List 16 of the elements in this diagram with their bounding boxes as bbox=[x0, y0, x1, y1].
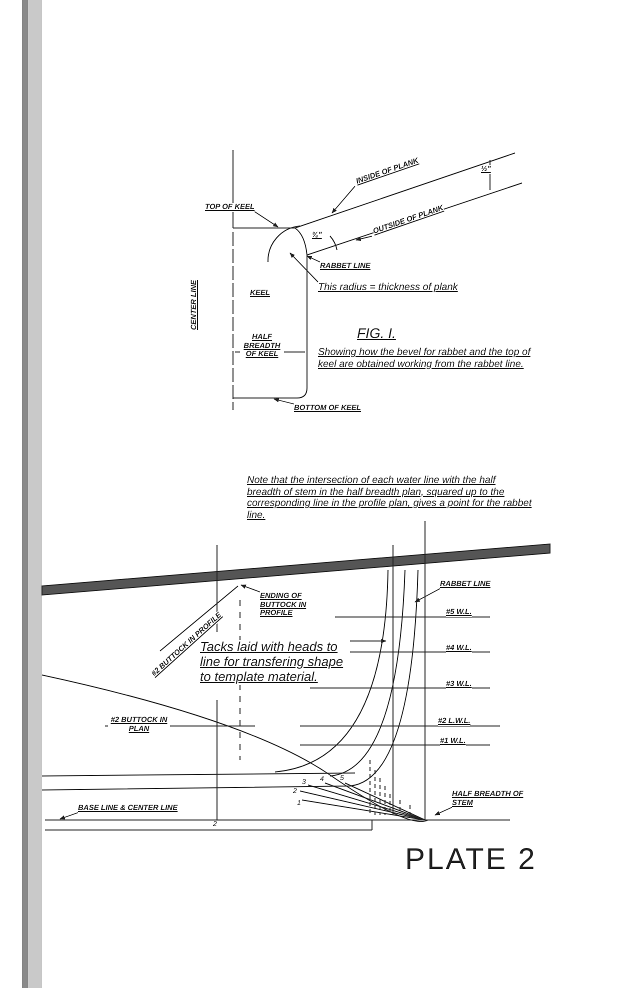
leader-line bbox=[434, 806, 452, 816]
note-text: Note that the intersection of each water line with the half breadth of stem in the half breadth plan, squared up to the corresponding line in the profile plan, gives a point for the rabbet line. bbox=[247, 475, 532, 521]
figure-title: FIG. I. bbox=[357, 325, 396, 342]
leader-line bbox=[240, 584, 260, 592]
leader-line bbox=[60, 812, 78, 820]
leader-line bbox=[355, 236, 372, 241]
callout-text: This radius = thickness of plank bbox=[318, 282, 458, 294]
leader-line bbox=[273, 398, 294, 404]
leader-line bbox=[254, 211, 278, 228]
plate-title: PLATE 2 bbox=[405, 843, 537, 878]
callout-text: Tacks laid with heads to line for transfering shape to template material. bbox=[200, 640, 350, 685]
leader-line bbox=[290, 252, 318, 282]
leader-line bbox=[414, 588, 440, 602]
leader-line bbox=[306, 256, 320, 262]
leader-line bbox=[332, 186, 356, 214]
leader-line bbox=[350, 638, 387, 644]
